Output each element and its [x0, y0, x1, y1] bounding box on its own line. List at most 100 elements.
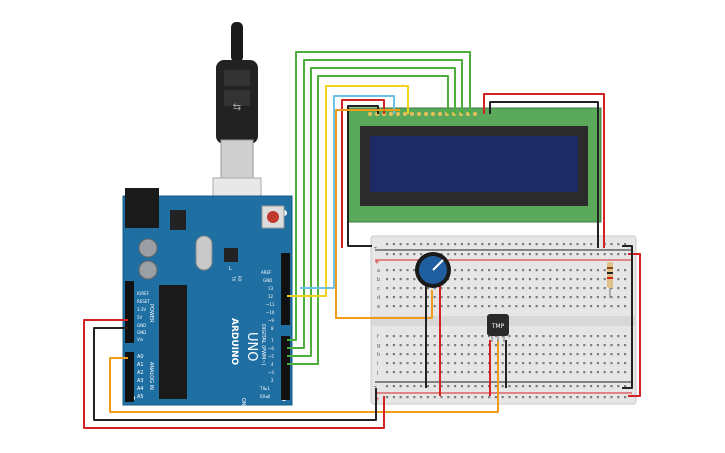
breadboard-hole[interactable]	[399, 243, 402, 246]
breadboard-hole[interactable]	[501, 269, 504, 272]
breadboard-hole[interactable]	[617, 243, 620, 246]
breadboard-hole[interactable]	[624, 243, 627, 246]
breadboard-hole[interactable]	[610, 243, 613, 246]
breadboard-hole[interactable]	[494, 253, 497, 256]
breadboard-hole[interactable]	[576, 335, 579, 338]
potentiometer[interactable]	[415, 252, 451, 288]
breadboard-hole[interactable]	[549, 296, 552, 299]
breadboard-hole[interactable]	[440, 305, 443, 308]
breadboard-hole[interactable]	[386, 269, 389, 272]
breadboard-hole[interactable]	[440, 296, 443, 299]
breadboard-hole[interactable]	[433, 396, 436, 399]
breadboard-hole[interactable]	[610, 353, 613, 356]
breadboard-hole[interactable]	[528, 335, 531, 338]
breadboard-hole[interactable]	[488, 396, 491, 399]
breadboard-hole[interactable]	[447, 396, 450, 399]
breadboard-hole[interactable]	[386, 344, 389, 347]
breadboard-hole[interactable]	[556, 385, 559, 388]
breadboard-hole[interactable]	[481, 353, 484, 356]
breadboard-hole[interactable]	[508, 335, 511, 338]
breadboard-hole[interactable]	[467, 269, 470, 272]
breadboard-hole[interactable]	[406, 269, 409, 272]
breadboard-hole[interactable]	[576, 353, 579, 356]
breadboard-hole[interactable]	[522, 269, 525, 272]
breadboard-hole[interactable]	[426, 344, 429, 347]
breadboard-hole[interactable]	[474, 296, 477, 299]
breadboard-hole[interactable]	[535, 344, 538, 347]
breadboard-hole[interactable]	[617, 253, 620, 256]
breadboard-hole[interactable]	[535, 243, 538, 246]
breadboard-hole[interactable]	[624, 371, 627, 374]
breadboard-hole[interactable]	[392, 305, 395, 308]
breadboard-hole[interactable]	[617, 296, 620, 299]
breadboard-hole[interactable]	[542, 344, 545, 347]
breadboard-hole[interactable]	[447, 305, 450, 308]
breadboard-hole[interactable]	[481, 296, 484, 299]
breadboard-hole[interactable]	[467, 335, 470, 338]
breadboard-hole[interactable]	[562, 243, 565, 246]
breadboard-hole[interactable]	[454, 305, 457, 308]
breadboard-hole[interactable]	[392, 253, 395, 256]
breadboard-hole[interactable]	[386, 296, 389, 299]
breadboard-hole[interactable]	[556, 296, 559, 299]
breadboard-hole[interactable]	[562, 396, 565, 399]
breadboard-hole[interactable]	[624, 287, 627, 290]
breadboard-hole[interactable]	[454, 253, 457, 256]
breadboard-hole[interactable]	[515, 305, 518, 308]
breadboard-hole[interactable]	[474, 396, 477, 399]
breadboard-hole[interactable]	[556, 287, 559, 290]
breadboard-hole[interactable]	[386, 335, 389, 338]
breadboard-hole[interactable]	[515, 344, 518, 347]
breadboard-hole[interactable]	[399, 278, 402, 281]
breadboard-hole[interactable]	[583, 335, 586, 338]
breadboard-hole[interactable]	[583, 253, 586, 256]
breadboard-hole[interactable]	[386, 278, 389, 281]
breadboard-hole[interactable]	[508, 385, 511, 388]
breadboard-hole[interactable]	[399, 344, 402, 347]
breadboard-hole[interactable]	[386, 287, 389, 290]
breadboard-hole[interactable]	[454, 385, 457, 388]
breadboard-hole[interactable]	[590, 335, 593, 338]
breadboard-hole[interactable]	[501, 287, 504, 290]
breadboard-hole[interactable]	[447, 253, 450, 256]
breadboard-hole[interactable]	[501, 278, 504, 281]
breadboard-hole[interactable]	[528, 296, 531, 299]
breadboard-hole[interactable]	[542, 269, 545, 272]
breadboard-hole[interactable]	[413, 353, 416, 356]
breadboard-hole[interactable]	[556, 243, 559, 246]
breadboard-hole[interactable]	[617, 269, 620, 272]
breadboard-hole[interactable]	[562, 335, 565, 338]
breadboard-hole[interactable]	[399, 287, 402, 290]
breadboard-hole[interactable]	[508, 278, 511, 281]
breadboard-hole[interactable]	[610, 253, 613, 256]
breadboard-hole[interactable]	[576, 287, 579, 290]
breadboard-hole[interactable]	[528, 253, 531, 256]
breadboard-hole[interactable]	[562, 344, 565, 347]
breadboard-hole[interactable]	[399, 385, 402, 388]
breadboard-hole[interactable]	[603, 269, 606, 272]
breadboard-hole[interactable]	[528, 371, 531, 374]
breadboard-hole[interactable]	[522, 344, 525, 347]
breadboard-hole[interactable]	[467, 362, 470, 365]
breadboard-hole[interactable]	[596, 371, 599, 374]
breadboard-hole[interactable]	[590, 371, 593, 374]
breadboard-hole[interactable]	[406, 344, 409, 347]
breadboard-hole[interactable]	[399, 269, 402, 272]
breadboard-hole[interactable]	[447, 243, 450, 246]
breadboard-hole[interactable]	[610, 371, 613, 374]
breadboard-hole[interactable]	[508, 253, 511, 256]
breadboard-hole[interactable]	[454, 287, 457, 290]
breadboard-hole[interactable]	[624, 278, 627, 281]
breadboard-hole[interactable]	[474, 344, 477, 347]
breadboard-hole[interactable]	[386, 243, 389, 246]
breadboard-hole[interactable]	[596, 362, 599, 365]
breadboard-hole[interactable]	[576, 243, 579, 246]
breadboard-hole[interactable]	[624, 335, 627, 338]
breadboard-hole[interactable]	[603, 305, 606, 308]
breadboard-hole[interactable]	[515, 385, 518, 388]
breadboard-hole[interactable]	[481, 243, 484, 246]
breadboard-hole[interactable]	[413, 371, 416, 374]
breadboard-hole[interactable]	[576, 253, 579, 256]
breadboard-hole[interactable]	[528, 278, 531, 281]
breadboard-hole[interactable]	[596, 344, 599, 347]
